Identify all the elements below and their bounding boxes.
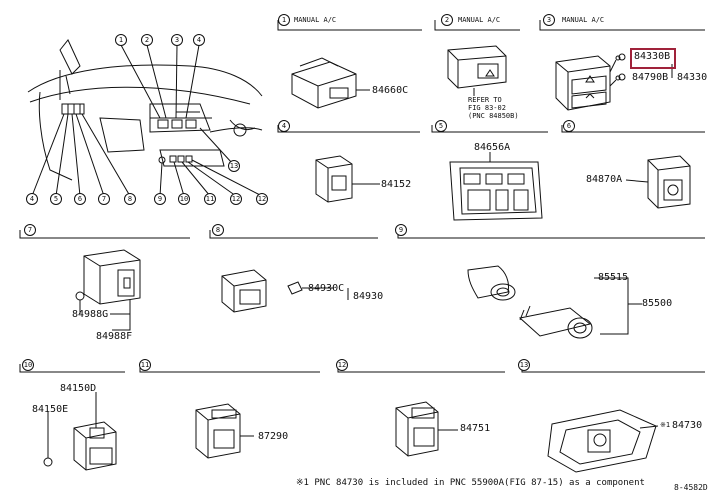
diagram-code: 8-4582D <box>674 483 708 492</box>
label-85515[interactable]: 85515 <box>598 272 629 283</box>
callout-12b: 12 <box>256 193 268 205</box>
callout-4b: 4 <box>26 193 38 205</box>
label-84150E[interactable]: 84150E <box>32 404 69 415</box>
dashboard-overview <box>28 40 262 196</box>
label-84930C[interactable]: 84930C <box>308 283 345 294</box>
section-8-number: 8 <box>212 224 224 236</box>
part-84730-switch <box>548 410 658 472</box>
part-84152-switch <box>316 156 380 202</box>
label-85500[interactable]: 85500 <box>642 298 673 309</box>
section-12-number: 12 <box>336 359 348 371</box>
section-4-number: 4 <box>278 120 290 132</box>
label-84152[interactable]: 84152 <box>381 179 412 190</box>
part-84870A-switch <box>626 156 690 208</box>
label-84660C[interactable]: 84660C <box>372 85 409 96</box>
part-84988-switch <box>76 250 140 330</box>
label-84656A[interactable]: 84656A <box>474 142 511 153</box>
part-84656A-bezel <box>450 152 542 220</box>
callout-2: 2 <box>141 34 153 46</box>
refer-line-2: FIG 83-02 <box>468 104 506 112</box>
label-star-84730: ※1 <box>660 421 671 429</box>
section-frames <box>20 20 705 372</box>
label-84150D[interactable]: 84150D <box>60 383 97 394</box>
section-6-number: 6 <box>563 120 575 132</box>
section-1-label: MANUAL A/C <box>294 16 337 24</box>
callout-11: 11 <box>204 193 216 205</box>
section-5-number: 5 <box>435 120 447 132</box>
callout-8: 8 <box>124 193 136 205</box>
highlight-box-84330B <box>630 48 676 69</box>
callout-5: 5 <box>50 193 62 205</box>
callout-12: 12 <box>230 193 242 205</box>
section-3-label: MANUAL A/C <box>562 16 605 24</box>
label-87290[interactable]: 87290 <box>258 431 289 442</box>
part-84930-switch <box>222 270 348 312</box>
label-84330B[interactable]: 84330B <box>634 51 671 62</box>
section-11-number: 11 <box>139 359 151 371</box>
callout-13: 13 <box>228 160 240 172</box>
part-84330-switch <box>556 54 672 110</box>
section-13-number: 13 <box>518 359 530 371</box>
part-85500-lighter <box>468 266 642 338</box>
section-10-number: 10 <box>22 359 34 371</box>
callout-3: 3 <box>171 34 183 46</box>
callout-1: 1 <box>115 34 127 46</box>
part-84150-switch <box>44 392 116 470</box>
label-84930[interactable]: 84930 <box>353 291 384 302</box>
label-84988F[interactable]: 84988F <box>96 331 133 342</box>
section-7-number: 7 <box>24 224 36 236</box>
part-87290-switch <box>196 404 254 458</box>
part-84660C-switch <box>292 58 370 108</box>
label-84988G[interactable]: 84988G <box>72 309 109 320</box>
section-9-number: 9 <box>395 224 407 236</box>
callout-7: 7 <box>98 193 110 205</box>
callout-10: 10 <box>178 193 190 205</box>
callout-9: 9 <box>154 193 166 205</box>
part-84751-switch <box>396 402 458 456</box>
label-84751[interactable]: 84751 <box>460 423 491 434</box>
callout-6: 6 <box>74 193 86 205</box>
label-84790B[interactable]: 84790B <box>632 72 669 83</box>
section-3-number: 3 <box>543 14 555 26</box>
part-refer-switch <box>448 46 506 96</box>
footnote: ※1 PNC 84730 is included in PNC 55900A(F… <box>296 478 645 488</box>
section-2-number: 2 <box>441 14 453 26</box>
label-84870A[interactable]: 84870A <box>586 174 623 185</box>
refer-line-1: REFER TO <box>468 96 502 104</box>
section-2-label: MANUAL A/C <box>458 16 501 24</box>
label-84330[interactable]: 84330 <box>677 72 708 83</box>
section-1-number: 1 <box>278 14 290 26</box>
label-84730[interactable]: 84730 <box>672 420 703 431</box>
callout-4: 4 <box>193 34 205 46</box>
refer-line-3: (PNC 84850B) <box>468 112 519 120</box>
